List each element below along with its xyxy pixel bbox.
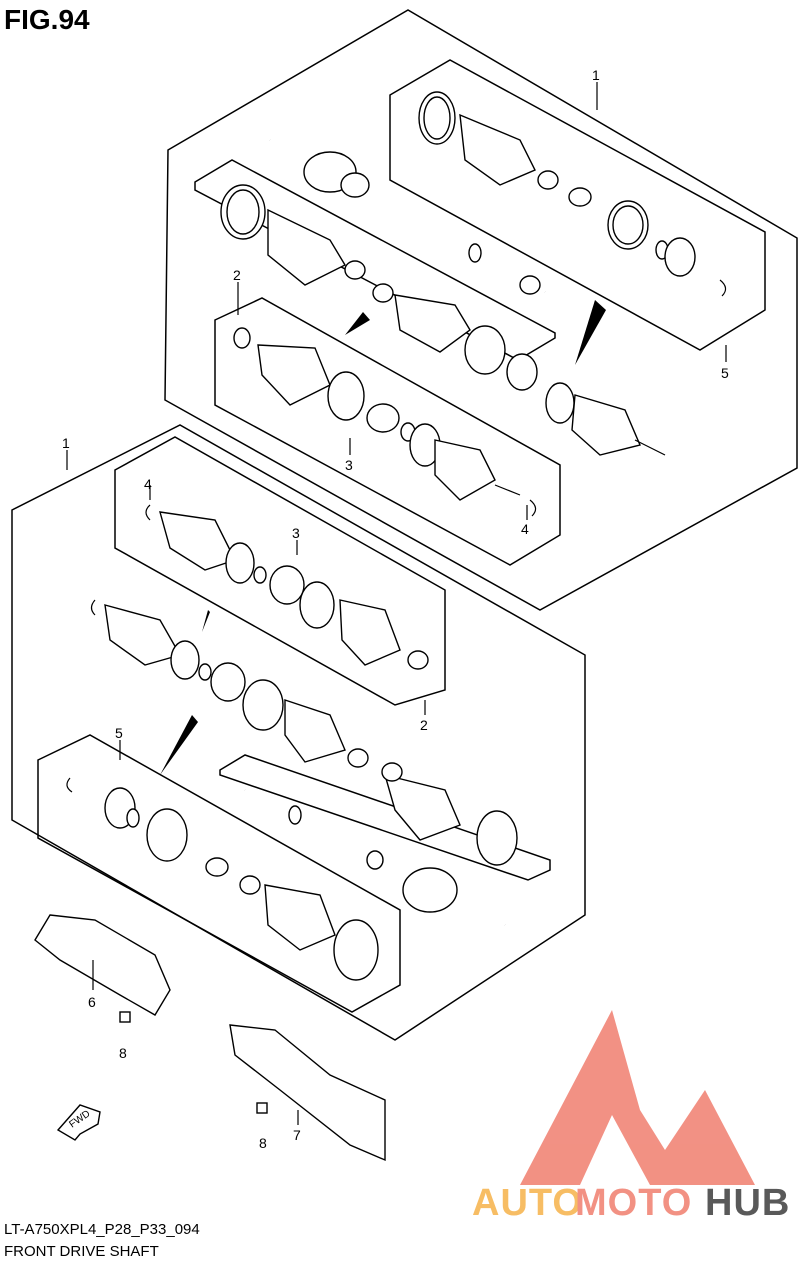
upper-kit-box-2 bbox=[214, 297, 561, 566]
callout-1-lower: 1 bbox=[62, 435, 70, 451]
logo-text-auto: AUTO bbox=[472, 1182, 583, 1224]
callout-1-upper: 1 bbox=[592, 67, 600, 83]
callout-3-upper: 3 bbox=[345, 457, 353, 473]
lower-shaft-box bbox=[219, 754, 551, 881]
figure-name: FRONT DRIVE SHAFT bbox=[4, 1243, 159, 1260]
logo-text-hub: HUB bbox=[705, 1182, 790, 1224]
lower-kit-box-3-4 bbox=[114, 436, 446, 706]
callout-leaders bbox=[66, 82, 727, 1125]
callout-labels: 1 2 5 3 4 1 4 3 2 5 6 7 8 8 bbox=[62, 67, 729, 1151]
model-code: LT-A750XPL4_P28_P33_094 bbox=[4, 1221, 200, 1238]
upper-boot-kit-parts bbox=[418, 91, 727, 297]
lower-kit-3-4-parts bbox=[145, 504, 429, 670]
callout-6: 6 bbox=[88, 994, 96, 1010]
callout-2-lower: 2 bbox=[420, 717, 428, 733]
callout-3-lower: 3 bbox=[292, 525, 300, 541]
logo-text-moto: MOTO bbox=[575, 1182, 692, 1224]
figure-title: FIG.94 bbox=[4, 4, 90, 35]
upper-drive-shaft bbox=[269, 138, 546, 295]
skid-plate-7 bbox=[229, 1024, 386, 1162]
upper-assembly-outline bbox=[164, 9, 798, 611]
lower-assembly-outline bbox=[11, 424, 586, 1041]
lower-drive-shaft bbox=[244, 762, 518, 927]
lower-kit-box-5 bbox=[37, 734, 401, 1013]
lower-joint-parts bbox=[90, 599, 369, 775]
fwd-arrow-icon: FWD bbox=[56, 1104, 101, 1141]
callout-7: 7 bbox=[293, 1127, 301, 1143]
bolt-icon bbox=[119, 1011, 268, 1114]
callout-4-lower: 4 bbox=[144, 476, 152, 492]
upper-kit-5-parts bbox=[220, 184, 666, 456]
automotohub-logo: AUTO MOTO HUB bbox=[472, 1010, 790, 1224]
upper-kit-box-5 bbox=[194, 159, 556, 361]
callout-8-left: 8 bbox=[119, 1045, 127, 1061]
lower-kit-5-parts bbox=[66, 777, 379, 981]
callout-5-lower: 5 bbox=[115, 725, 123, 741]
callout-4-upper: 4 bbox=[521, 521, 529, 537]
callout-8-right: 8 bbox=[259, 1135, 267, 1151]
logo-triangle-icon bbox=[520, 1010, 755, 1185]
skid-plate-6 bbox=[34, 914, 171, 1016]
callout-2-upper: 2 bbox=[233, 267, 241, 283]
callout-5-upper: 5 bbox=[721, 365, 729, 381]
upper-kit-2-parts bbox=[233, 327, 537, 517]
upper-kit-box-boot bbox=[389, 59, 766, 351]
